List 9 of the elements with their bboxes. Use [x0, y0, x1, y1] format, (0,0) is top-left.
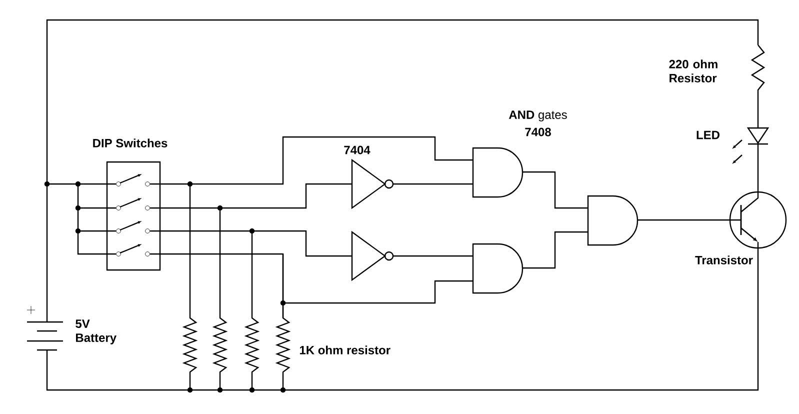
component-label: LED	[696, 130, 720, 140]
component-label: DIP Switches	[93, 138, 168, 148]
component-label: AND gates	[508, 110, 567, 122]
component-label: 5V Battery	[76, 320, 116, 344]
component-label: 7408	[525, 128, 551, 136]
component-label: Transistor	[695, 256, 753, 264]
component-label: 7404	[344, 146, 370, 154]
component-label: 220 ohm Resistor	[669, 60, 718, 82]
component-label: 1K ohm resistor	[300, 346, 390, 354]
